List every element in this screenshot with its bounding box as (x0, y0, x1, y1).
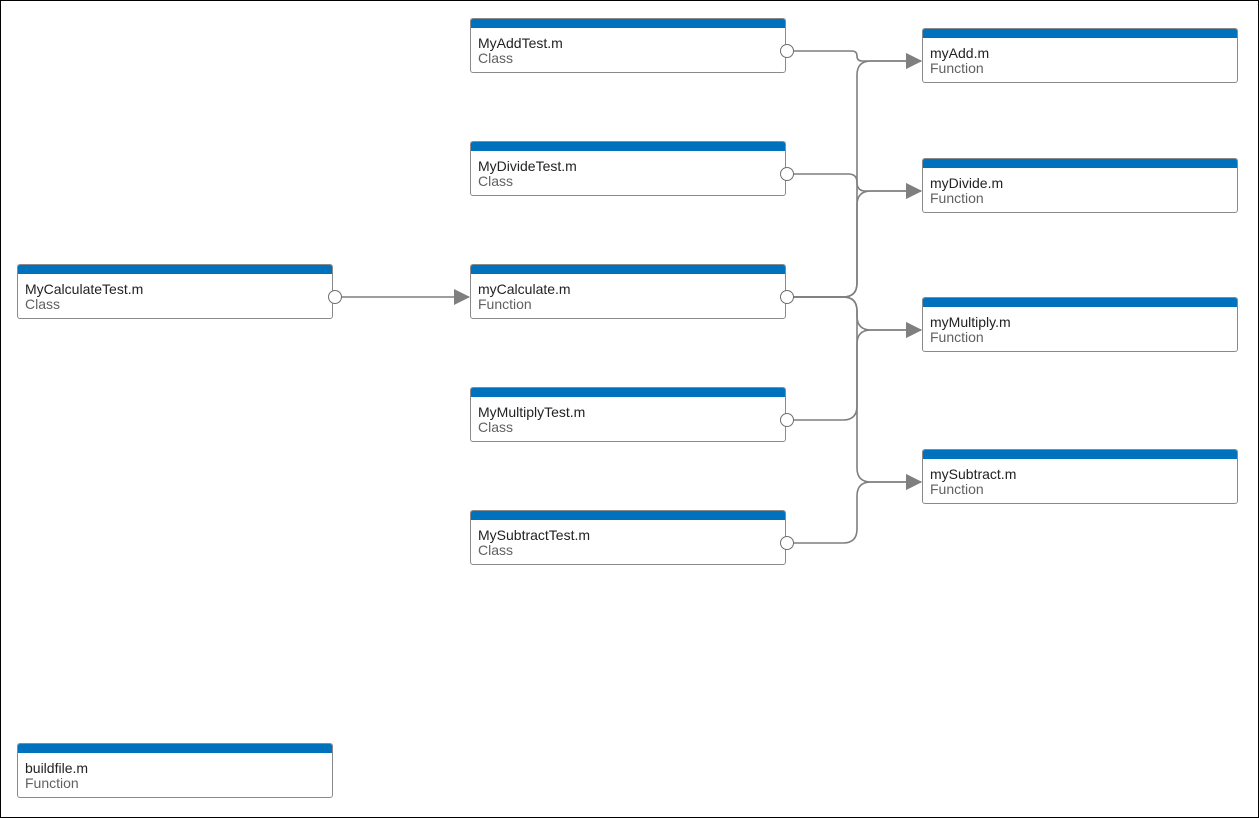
node-myadd[interactable]: myAdd.m Function (922, 28, 1238, 83)
output-port-mycalculatetest[interactable] (328, 290, 342, 304)
node-type: Class (478, 542, 514, 558)
node-header-bar (471, 388, 785, 397)
node-header-bar (923, 450, 1237, 459)
node-name: mySubtract.m (930, 466, 1017, 482)
node-type: Function (25, 775, 79, 791)
node-mycalculatetest[interactable]: MyCalculateTest.m Class (17, 264, 333, 319)
node-name: MyCalculateTest.m (25, 281, 144, 297)
node-type: Class (478, 419, 514, 435)
node-type: Function (930, 481, 984, 497)
node-name: MyMultiplyTest.m (478, 404, 586, 420)
node-type: Function (478, 296, 532, 312)
node-mymultiply[interactable]: myMultiply.m Function (922, 297, 1238, 352)
output-port-myaddtest[interactable] (780, 44, 794, 58)
node-name: myAdd.m (930, 45, 990, 61)
node-mydividetest[interactable]: MyDivideTest.m Class (470, 141, 786, 196)
output-port-mysubtracttest[interactable] (780, 536, 794, 550)
node-name: MyAddTest.m (478, 35, 563, 51)
node-mydivide[interactable]: myDivide.m Function (922, 158, 1238, 213)
node-name: myDivide.m (930, 175, 1004, 191)
node-name: myCalculate.m (478, 281, 571, 297)
output-port-mycalculate[interactable] (780, 290, 794, 304)
node-buildfile[interactable]: buildfile.m Function (17, 743, 333, 798)
node-mycalculate[interactable]: myCalculate.m Function (470, 264, 786, 319)
node-header-bar (471, 511, 785, 520)
node-mysubtracttest[interactable]: MySubtractTest.m Class (470, 510, 786, 565)
node-header-bar (18, 265, 332, 274)
node-type: Class (25, 296, 61, 312)
edge-mymultiplytest-to-mymultiply (793, 322, 922, 421)
node-header-bar (471, 142, 785, 151)
node-header-bar (923, 298, 1237, 307)
node-mymultiplytest[interactable]: MyMultiplyTest.m Class (470, 387, 786, 442)
node-mysubtract[interactable]: mySubtract.m Function (922, 449, 1238, 504)
node-header-bar (923, 29, 1237, 38)
node-type: Class (478, 50, 514, 66)
node-header-bar (471, 265, 785, 274)
node-name: buildfile.m (25, 760, 89, 776)
node-header-bar (18, 744, 332, 753)
node-name: myMultiply.m (930, 314, 1011, 330)
node-type: Function (930, 60, 984, 76)
output-port-mydividetest[interactable] (780, 167, 794, 181)
edge-mysubtracttest-to-mysubtract (793, 474, 922, 544)
node-type: Class (478, 173, 514, 189)
node-name: MySubtractTest.m (478, 527, 591, 543)
node-header-bar (923, 159, 1237, 168)
node-myaddtest[interactable]: MyAddTest.m Class (470, 18, 786, 73)
node-type: Function (930, 190, 984, 206)
edge-myaddtest-to-myadd (793, 50, 922, 69)
edge-mycalculate-to-mydivide (793, 183, 922, 298)
output-port-mymultiplytest[interactable] (780, 413, 794, 427)
node-header-bar (471, 19, 785, 28)
node-type: Function (930, 329, 984, 345)
node-name: MyDivideTest.m (478, 158, 577, 174)
